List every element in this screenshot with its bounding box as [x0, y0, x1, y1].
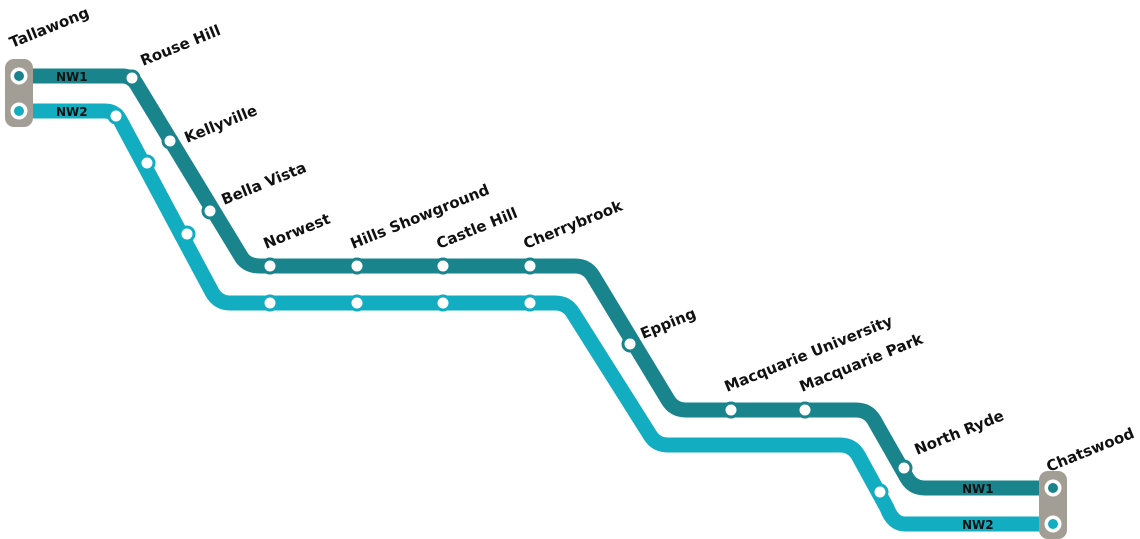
castle-hill-stop-nw1[interactable]	[434, 257, 452, 275]
tallawong-stop-nw1[interactable]	[10, 67, 28, 85]
chatswood-stop-nw1[interactable]	[1044, 479, 1062, 497]
station-label-bella-vista: Bella Vista	[219, 158, 309, 208]
norwest-stop-nw2[interactable]	[261, 294, 279, 312]
north-ryde-stop-nw1[interactable]	[895, 459, 913, 477]
nw2-line-label-west: NW2	[56, 105, 88, 119]
chatswood-stop-nw2[interactable]	[1044, 515, 1062, 533]
nw1-line-label-east: NW1	[962, 482, 994, 496]
station-label-cherrybrook: Cherrybrook	[521, 196, 626, 252]
station-label-north-ryde: North Ryde	[912, 406, 1007, 458]
station-label-norwest: Norwest	[261, 210, 333, 253]
macquarie-park-stop-nw1[interactable]	[796, 401, 814, 419]
station-label-epping: Epping	[638, 304, 699, 343]
station-label-chatswood: Chatswood	[1044, 424, 1137, 476]
hills-showground-stop-nw1[interactable]	[348, 257, 366, 275]
tallawong-stop-nw2[interactable]	[10, 102, 28, 120]
station-label-rouse-hill: Rouse Hill	[138, 21, 223, 69]
epping-stop-nw1[interactable]	[621, 335, 639, 353]
bella-vista-stop-nw1[interactable]	[201, 202, 219, 220]
nw1-line-label-west: NW1	[56, 70, 88, 84]
cherrybrook-stop-nw1[interactable]	[521, 257, 539, 275]
macquarie-university-stop-nw1[interactable]	[722, 401, 740, 419]
rouse-hill-stop-nw1[interactable]	[123, 69, 141, 87]
kellyville-stop-nw2[interactable]	[138, 154, 156, 172]
castle-hill-stop-nw2[interactable]	[434, 294, 452, 312]
station-label-tallawong: Tallawong	[7, 3, 92, 51]
north-ryde-stop-nw2[interactable]	[871, 483, 889, 501]
cherrybrook-stop-nw2[interactable]	[521, 294, 539, 312]
station-label-hills-showground: Hills Showground	[348, 180, 492, 252]
rouse-hill-stop-nw2[interactable]	[107, 107, 125, 125]
kellyville-stop-nw1[interactable]	[161, 132, 179, 150]
station-label-kellyville: Kellyville	[182, 101, 260, 147]
nw2-line-label-east: NW2	[962, 518, 994, 532]
norwest-stop-nw1[interactable]	[261, 257, 279, 275]
hills-showground-stop-nw2[interactable]	[348, 294, 366, 312]
bella-vista-stop-nw2[interactable]	[178, 225, 196, 243]
